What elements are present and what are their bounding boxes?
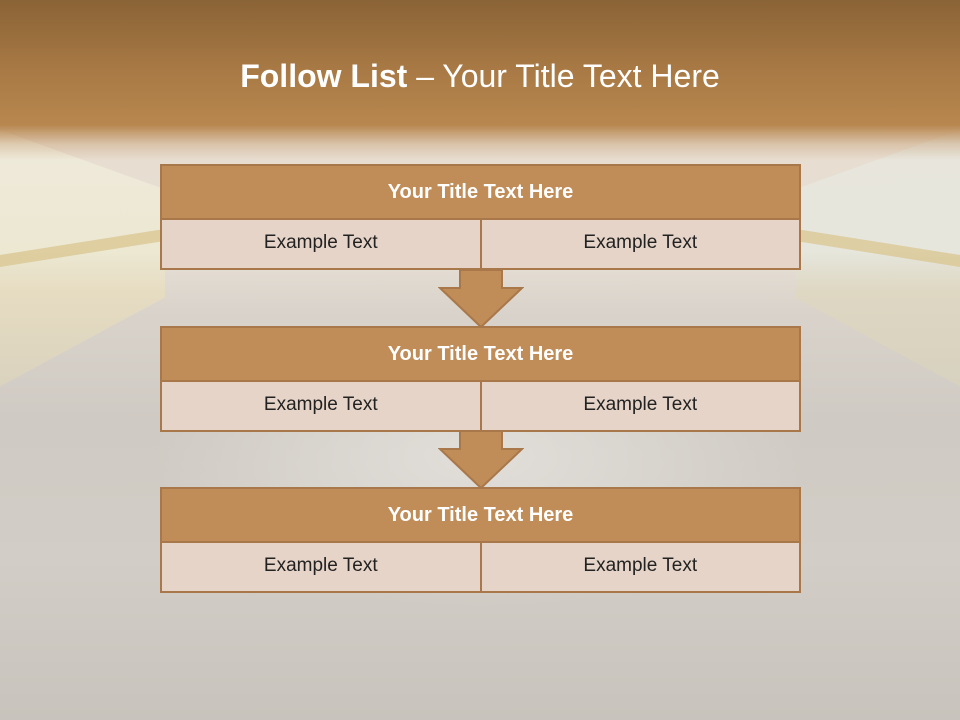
block-cell-left: Example Text [160, 382, 482, 432]
follow-block-3: Your Title Text Here Example Text Exampl… [160, 487, 801, 593]
block-cell-left: Example Text [160, 543, 482, 593]
down-arrow-icon [438, 431, 524, 489]
block-header: Your Title Text Here [160, 487, 801, 543]
block-cell-right: Example Text [481, 543, 801, 593]
block-header: Your Title Text Here [160, 326, 801, 382]
block-cell-right: Example Text [481, 220, 801, 270]
block-row: Example Text Example Text [160, 382, 801, 432]
block-row: Example Text Example Text [160, 543, 801, 593]
page-title-rest: – Your Title Text Here [407, 58, 720, 94]
title-band [0, 0, 960, 160]
follow-block-2: Your Title Text Here Example Text Exampl… [160, 326, 801, 432]
block-row: Example Text Example Text [160, 220, 801, 270]
block-cell-right: Example Text [481, 382, 801, 432]
block-header: Your Title Text Here [160, 164, 801, 220]
down-arrow-icon [438, 270, 524, 328]
block-cell-left: Example Text [160, 220, 482, 270]
follow-block-1: Your Title Text Here Example Text Exampl… [160, 164, 801, 270]
page-title: Follow List – Your Title Text Here [0, 54, 960, 98]
page-title-bold: Follow List [240, 58, 408, 94]
